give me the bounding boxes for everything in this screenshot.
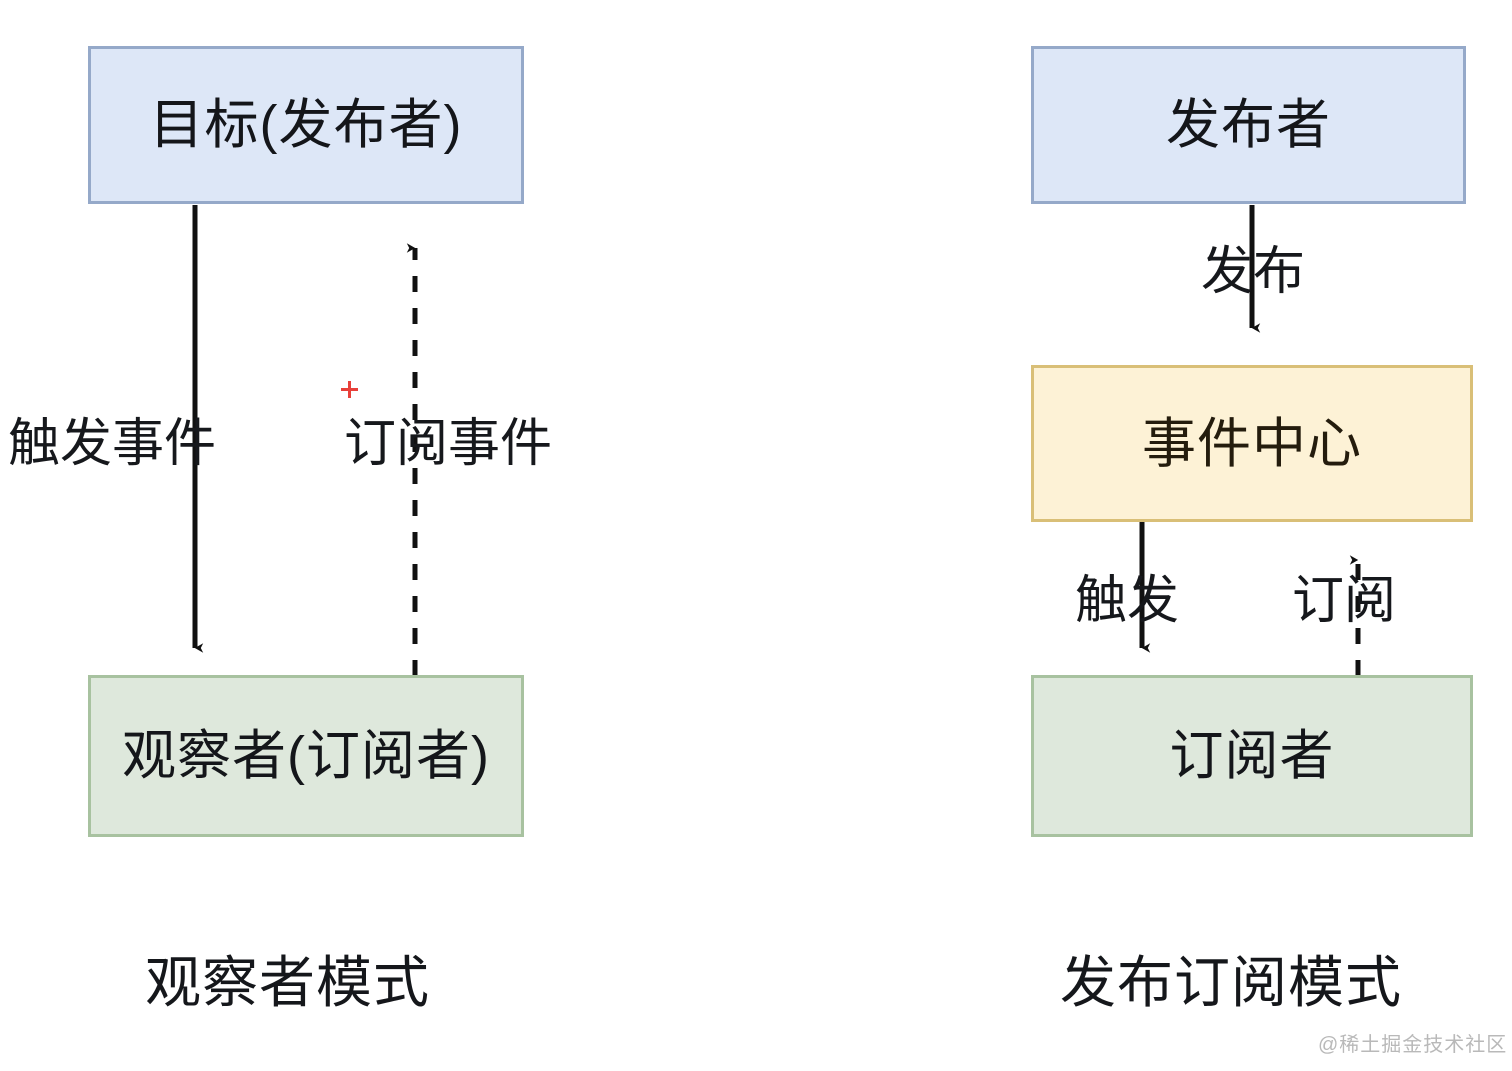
node-subject-publisher-label: 目标(发布者) <box>149 95 463 155</box>
node-event-center-label: 事件中心 <box>1142 413 1362 474</box>
node-subscriber-label: 订阅者 <box>1169 726 1335 786</box>
node-observer-subscriber-label: 观察者(订阅者) <box>122 726 490 786</box>
node-event-center[interactable]: 事件中心 <box>1031 365 1473 522</box>
edge-label-subscribe-event: 订阅事件 <box>344 415 553 473</box>
node-publisher-label: 发布者 <box>1166 95 1331 155</box>
edge-label-publish: 发布 <box>1201 243 1306 301</box>
edge-label-subscribe: 订阅 <box>1292 572 1397 630</box>
node-observer-subscriber[interactable]: 观察者(订阅者) <box>88 675 524 837</box>
watermark-text: @稀土掘金技术社区 <box>1318 1034 1508 1056</box>
cursor-crosshair-icon <box>341 381 358 398</box>
node-subject-publisher[interactable]: 目标(发布者) <box>88 46 524 204</box>
node-subscriber[interactable]: 订阅者 <box>1031 675 1473 837</box>
node-publisher[interactable]: 发布者 <box>1031 46 1466 204</box>
edge-label-trigger-event: 触发事件 <box>8 415 217 473</box>
edge-label-trigger: 触发 <box>1075 572 1180 630</box>
caption-observer-pattern: 观察者模式 <box>145 951 430 1014</box>
caption-pubsub-pattern: 发布订阅模式 <box>1060 951 1402 1014</box>
